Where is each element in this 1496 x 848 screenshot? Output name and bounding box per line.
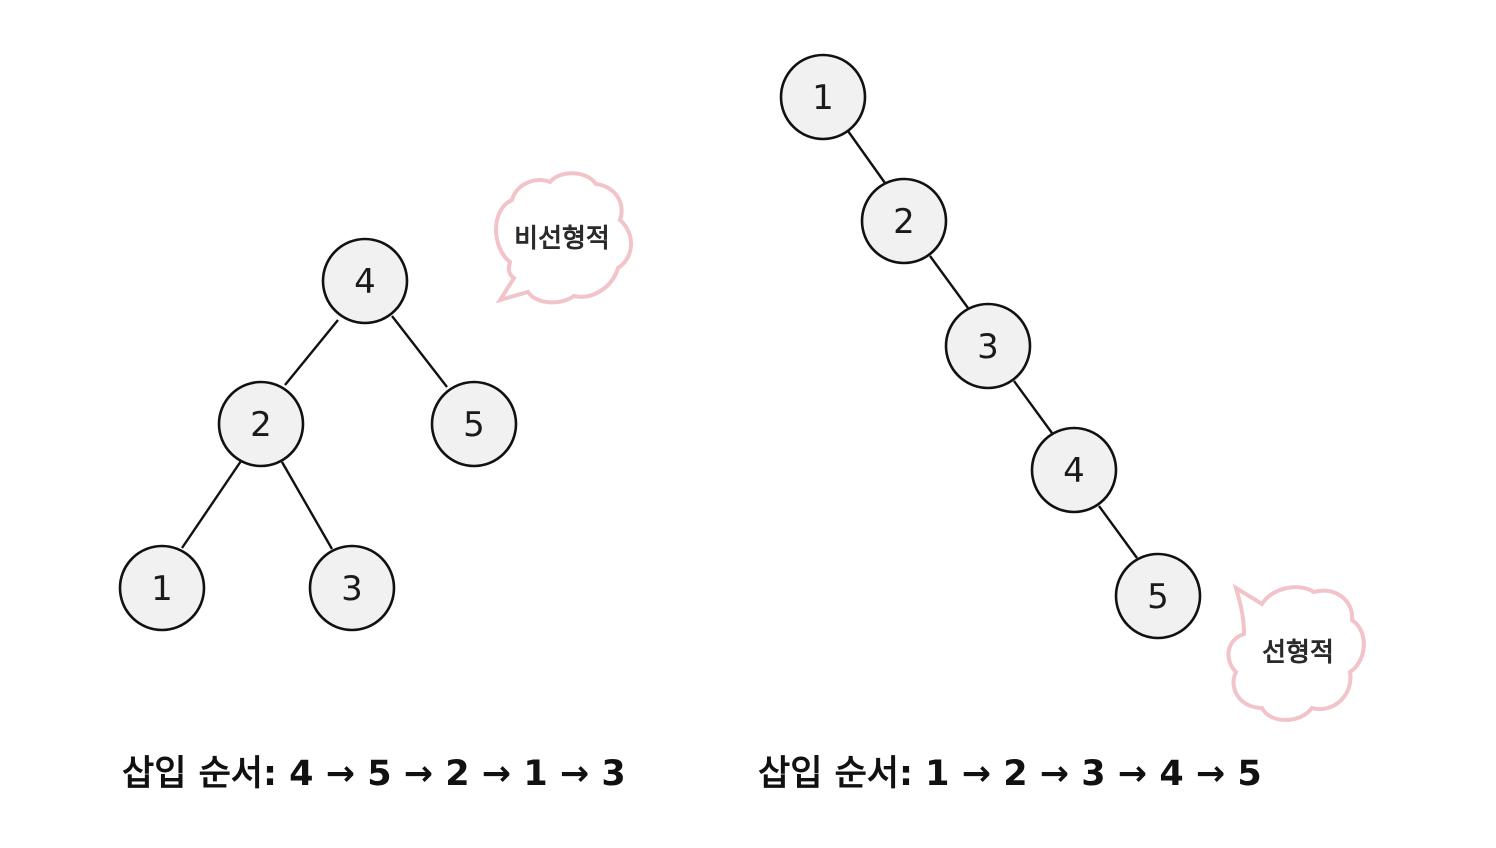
left-node-1-label: 1 xyxy=(151,569,173,609)
left-tree: 4 2 5 1 3 xyxy=(118,237,518,632)
left-bubble-cloud xyxy=(494,171,634,305)
right-node-4: 4 xyxy=(1030,426,1118,514)
left-tree-edges xyxy=(181,315,448,550)
right-node-3: 3 xyxy=(944,302,1032,390)
right-edge-2-3 xyxy=(929,255,969,309)
left-node-3-label: 3 xyxy=(341,569,363,609)
right-caption: 삽입 순서: 1 → 2 → 3 → 4 → 5 xyxy=(758,754,1262,794)
right-edge-4-5 xyxy=(1098,505,1138,559)
right-node-1-label: 1 xyxy=(812,78,834,118)
right-node-4-label: 4 xyxy=(1063,451,1085,491)
left-edge-2-1 xyxy=(181,460,242,549)
right-node-5-label: 5 xyxy=(1147,577,1169,617)
left-bubble-label: 비선형적 xyxy=(514,224,610,254)
left-node-4: 4 xyxy=(321,237,409,325)
right-bubble-label: 선형적 xyxy=(1262,638,1334,668)
left-node-2: 2 xyxy=(217,380,305,468)
left-edge-4-5 xyxy=(391,315,448,388)
right-node-1: 1 xyxy=(779,53,867,141)
right-speech-bubble: 선형적 xyxy=(1226,583,1366,722)
right-tree-edges xyxy=(847,130,1138,559)
right-node-2: 2 xyxy=(860,177,948,265)
right-node-2-label: 2 xyxy=(893,202,915,242)
left-node-1: 1 xyxy=(118,544,206,632)
left-edge-4-2 xyxy=(284,319,339,386)
left-node-4-label: 4 xyxy=(354,262,376,302)
left-node-2-label: 2 xyxy=(250,405,272,445)
left-caption: 삽입 순서: 4 → 5 → 2 → 1 → 3 xyxy=(122,754,626,794)
left-edge-2-3 xyxy=(280,461,334,550)
right-bubble-cloud xyxy=(1226,583,1366,722)
left-node-5: 5 xyxy=(430,380,518,468)
right-edge-3-4 xyxy=(1013,380,1053,434)
right-tree: 1 2 3 4 5 xyxy=(779,53,1202,640)
left-node-5-label: 5 xyxy=(463,405,485,445)
right-node-3-label: 3 xyxy=(977,327,999,367)
right-node-5: 5 xyxy=(1114,552,1202,640)
left-speech-bubble: 비선형적 xyxy=(494,171,634,305)
right-edge-1-2 xyxy=(847,130,886,184)
left-node-3: 3 xyxy=(308,544,396,632)
